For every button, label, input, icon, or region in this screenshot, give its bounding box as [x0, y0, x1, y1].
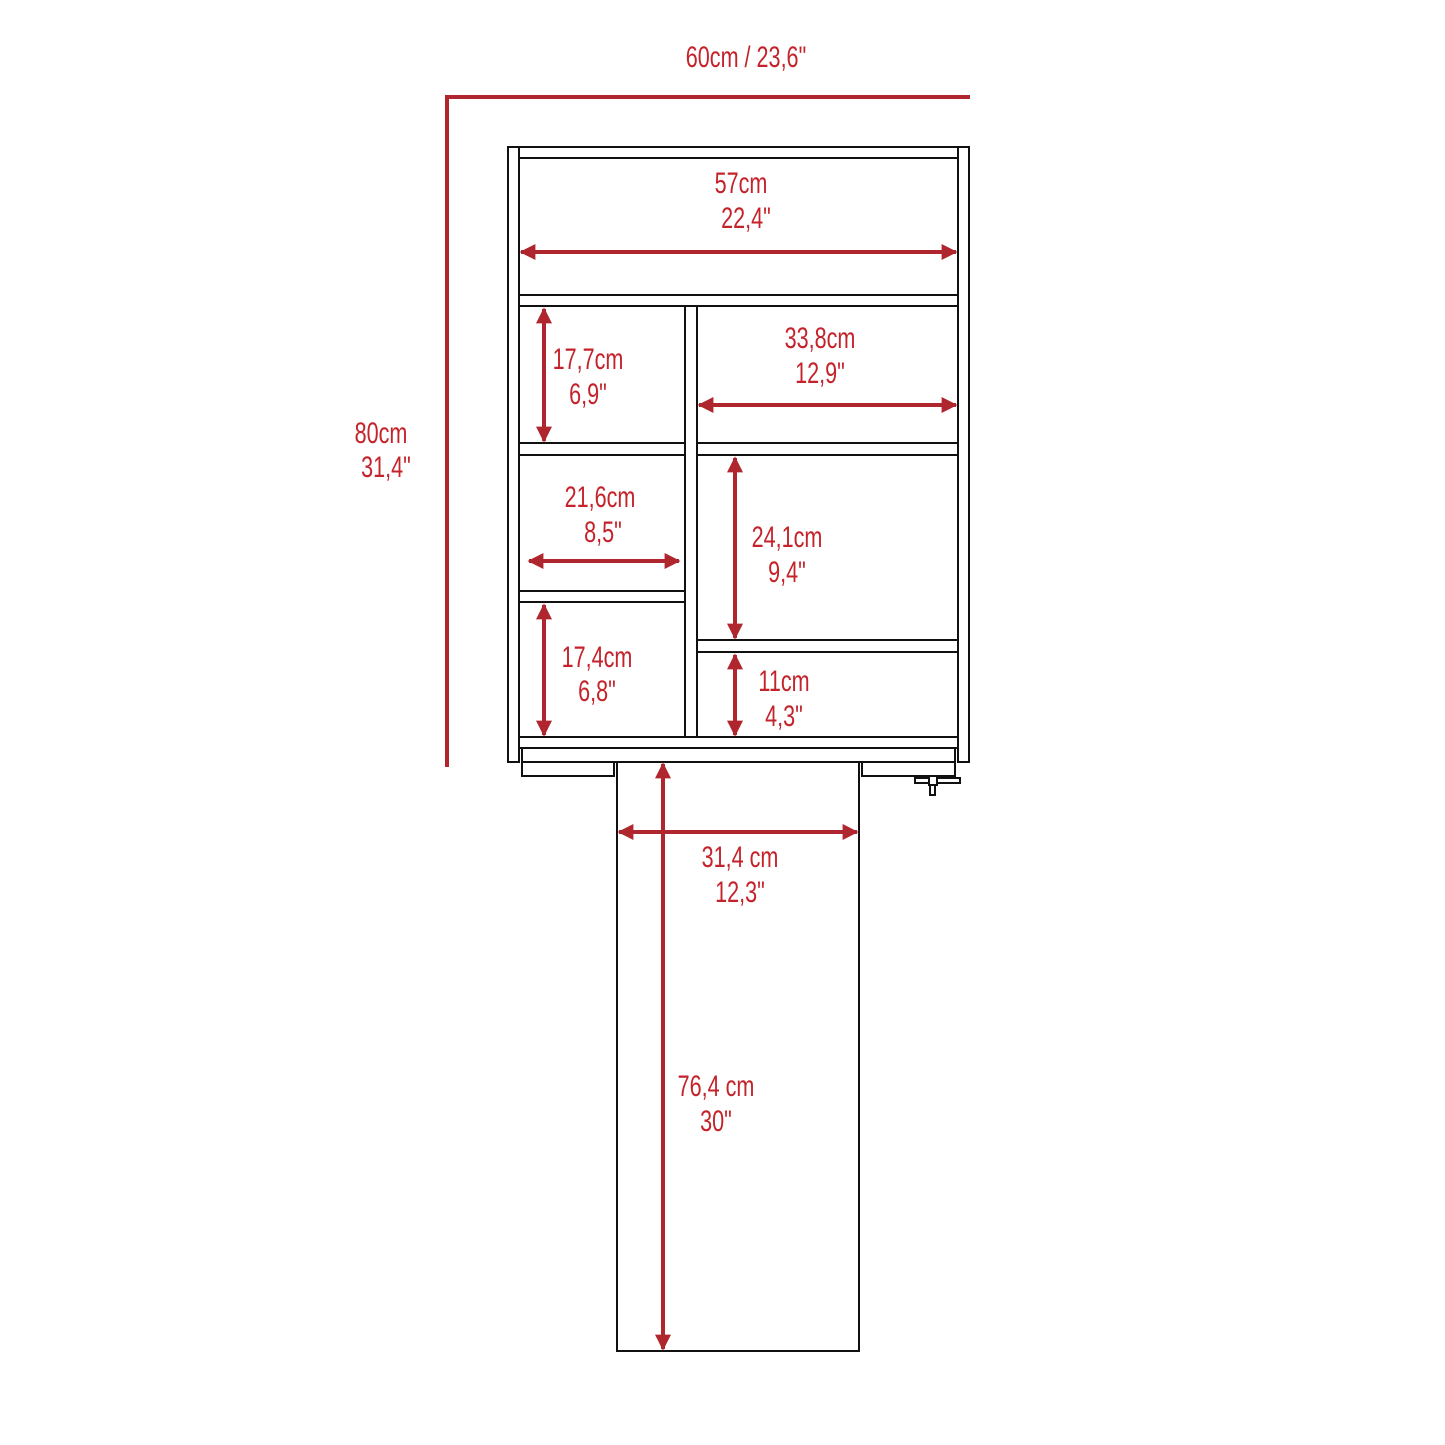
lower-right-height-in: 4,3": [765, 698, 803, 732]
right-shelf-1: [696, 442, 959, 456]
overall-height-cm: 80cm: [355, 415, 408, 449]
overall-dimension-bracket: [445, 95, 970, 767]
upper-left-height-in: 6,9": [569, 376, 607, 410]
top-panel: [518, 146, 959, 159]
overall-width-label: 60cm / 23,6": [686, 39, 806, 73]
middle-right-height-in: 9,4": [768, 554, 806, 588]
lower-right-height-cm: 11cm: [758, 663, 809, 697]
left-side-panel: [507, 146, 520, 763]
upper-shelf: [518, 294, 959, 307]
overall-height-in: 31,4": [361, 449, 411, 483]
dimension-labels: 60cm / 23,6" 57cm 22,4" 80cm 31,4" 17,7c…: [355, 39, 856, 1137]
table-width-cm: 31,4 cm: [702, 839, 779, 873]
base-strip: [521, 747, 956, 763]
middle-left-width-in: 8,5": [584, 514, 622, 548]
upper-right-width-cm: 33,8cm: [785, 320, 856, 354]
right-shelf-2: [696, 639, 959, 653]
left-shelf-2: [518, 590, 686, 603]
middle-left-width-cm: 21,6cm: [565, 479, 636, 513]
middle-right-height-cm: 24,1cm: [752, 519, 823, 553]
latch-hardware-icon: [914, 775, 961, 796]
top-width-in: 22,4": [721, 200, 771, 234]
table-length-cm: 76,4 cm: [678, 1068, 755, 1102]
lower-left-height-in: 6,8": [578, 673, 616, 707]
left-foot: [521, 761, 615, 777]
right-foot: [861, 761, 956, 777]
dimension-lines: [445, 95, 970, 1351]
table-width-in: 12,3": [715, 874, 765, 908]
right-side-panel: [957, 146, 970, 763]
upper-left-height-cm: 17,7cm: [553, 341, 624, 375]
top-width-cm: 57cm: [715, 165, 768, 199]
vertical-divider: [684, 305, 698, 747]
lower-left-height-cm: 17,4cm: [562, 639, 633, 673]
upper-right-width-in: 12,9": [795, 355, 845, 389]
cabinet-outline: [507, 146, 970, 1352]
bottom-panel: [518, 736, 959, 749]
table-length-in: 30": [700, 1103, 732, 1137]
left-shelf-1: [518, 442, 686, 456]
